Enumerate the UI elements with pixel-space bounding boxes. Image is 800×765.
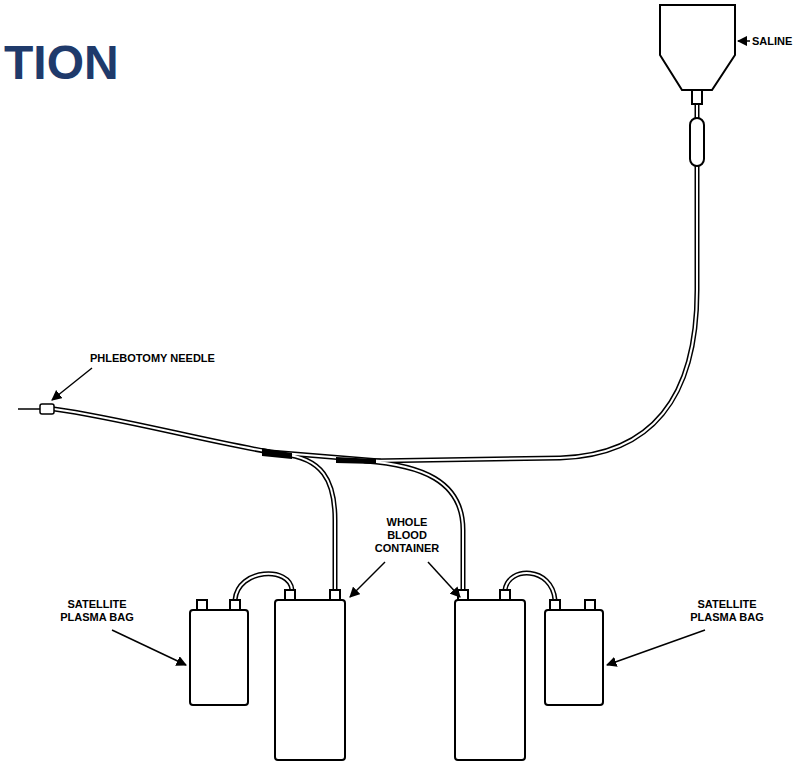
part-label: WHOLE BLOOD CONTAINER (368, 516, 446, 555)
part-label: SATELLITE PLASMA BAG (52, 598, 142, 624)
tubing (54, 104, 697, 600)
right-bags (455, 590, 603, 760)
y-connector (262, 448, 292, 459)
left-bags (190, 590, 345, 760)
leader-arrows (52, 41, 750, 665)
needle (18, 408, 40, 410)
y-connector (336, 457, 376, 464)
part-label: SALINE (752, 35, 792, 48)
drip-chamber (690, 118, 704, 166)
part-label: PHLEBOTOMY NEEDLE (90, 352, 215, 365)
part-label: SATELLITE PLASMA BAG (682, 598, 772, 624)
needle-hub (40, 404, 54, 414)
saline-bag (660, 5, 735, 90)
bag-neck (692, 90, 702, 104)
page-title: TION (4, 36, 119, 90)
